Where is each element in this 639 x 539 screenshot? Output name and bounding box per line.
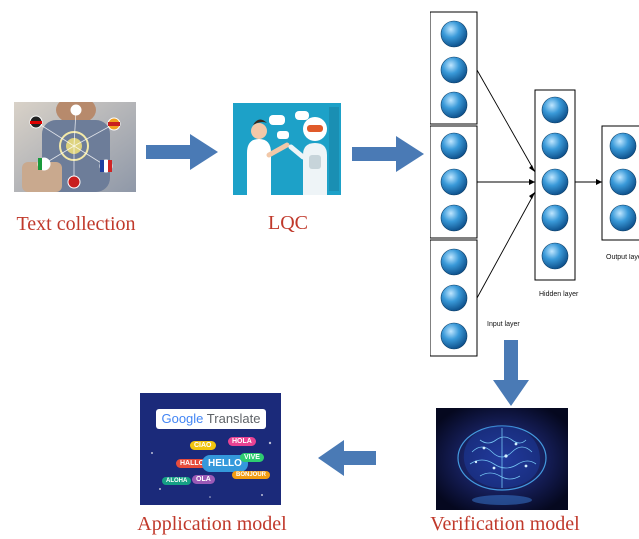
output-node [609, 204, 637, 232]
hidden-layer-box [534, 89, 576, 281]
input-node [440, 56, 468, 84]
verification-caption: Verification model [430, 513, 580, 535]
hidden-layer-label: Hidden layer [539, 291, 579, 298]
input-node [440, 168, 468, 196]
application-image: Google Translate CIAO HOLA HALLO HELLO V… [140, 393, 281, 505]
text-collection-image [14, 102, 136, 192]
input-node [440, 204, 468, 232]
speech-bubble: HELLO [202, 455, 248, 472]
speech-bubble: HOLA [228, 437, 256, 446]
input-node [440, 132, 468, 160]
arrow-right-icon [352, 136, 424, 172]
output-layer-label: Output layer [606, 254, 639, 261]
speech-bubble: HALLO [176, 459, 209, 468]
input-node [440, 20, 468, 48]
hidden-node [541, 132, 569, 160]
speech-bubble: VIVE [240, 453, 264, 462]
input-node [440, 91, 468, 119]
input-group-box [430, 239, 478, 357]
input-node [440, 284, 468, 312]
input-group-box [430, 11, 478, 125]
speech-bubble: CIAO [190, 441, 216, 450]
translate-label: Translate [206, 411, 261, 426]
neural-network-diagram [430, 10, 639, 360]
hidden-node [541, 204, 569, 232]
arrow-down-icon [493, 340, 529, 406]
hidden-node [541, 242, 569, 270]
text-collection-caption: Text collection [16, 213, 136, 235]
arrow-right-icon [146, 134, 218, 170]
arrow-left-icon [318, 440, 376, 476]
input-node [440, 248, 468, 276]
output-node [609, 132, 637, 160]
verification-image [436, 408, 568, 510]
speech-bubble: ALOHA [162, 477, 192, 485]
output-node [609, 168, 637, 196]
google-logo-text: Google [161, 411, 204, 426]
speech-bubble: BONJOUR [232, 471, 271, 479]
hidden-node [541, 168, 569, 196]
input-layer-label: Input layer [487, 321, 520, 328]
application-caption: Application model [137, 513, 287, 535]
speech-bubble: OLA [192, 475, 215, 484]
hidden-node [541, 96, 569, 124]
input-group-box [430, 125, 478, 239]
lqc-caption: LQC [268, 212, 308, 234]
output-layer-box [601, 125, 639, 241]
translate-title-bar: Google Translate [156, 409, 266, 429]
input-node [440, 322, 468, 350]
lqc-image [233, 103, 341, 195]
